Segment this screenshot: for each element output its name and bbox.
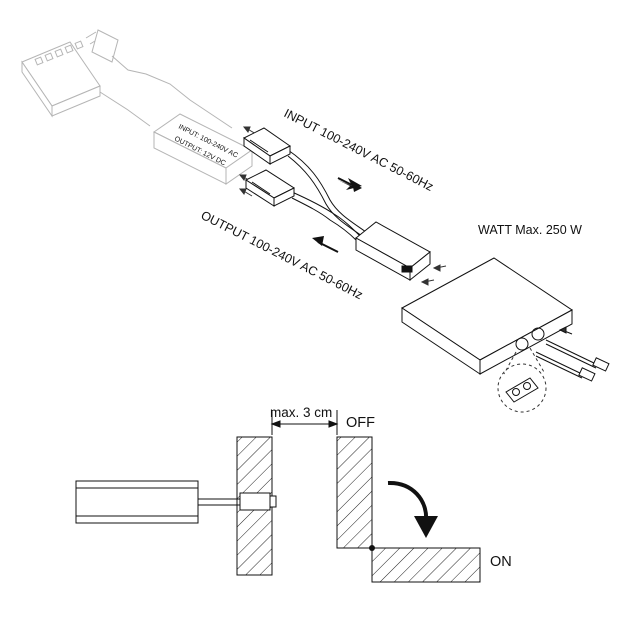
connection-arrows-panel — [420, 264, 447, 286]
touch-panel — [401, 257, 573, 375]
led-driver-faded: INPUT: 100-240V AC OUTPUT: 12V DC — [153, 113, 253, 185]
input-spec-label: INPUT 100-240V AC 50-60Hz — [282, 106, 436, 194]
max-gap-label: max. 3 cm — [270, 405, 332, 420]
gap-dimension — [270, 410, 339, 435]
output-direction-arrow — [312, 236, 339, 253]
output-connector — [244, 169, 296, 207]
door-open — [371, 547, 481, 583]
switch-box — [355, 221, 431, 282]
detail-callout — [497, 347, 547, 413]
hinge-point — [369, 545, 375, 551]
connection-arrows-driver — [238, 126, 257, 197]
watt-max-label: WATT Max. 250 W — [478, 223, 582, 237]
rotation-arrow — [387, 480, 438, 538]
input-connector — [243, 127, 291, 165]
panel-cables — [535, 326, 610, 382]
door-closed — [336, 436, 373, 549]
off-label: OFF — [346, 415, 375, 431]
power-plug — [85, 29, 233, 129]
driver-unit — [75, 480, 240, 524]
sensor — [239, 492, 277, 511]
output-spec-label: OUTPUT 100-240V AC 50-60Hz — [199, 208, 365, 302]
on-label: ON — [490, 554, 512, 570]
cables — [287, 149, 367, 241]
power-strip — [21, 40, 151, 127]
input-direction-arrow — [337, 177, 362, 192]
